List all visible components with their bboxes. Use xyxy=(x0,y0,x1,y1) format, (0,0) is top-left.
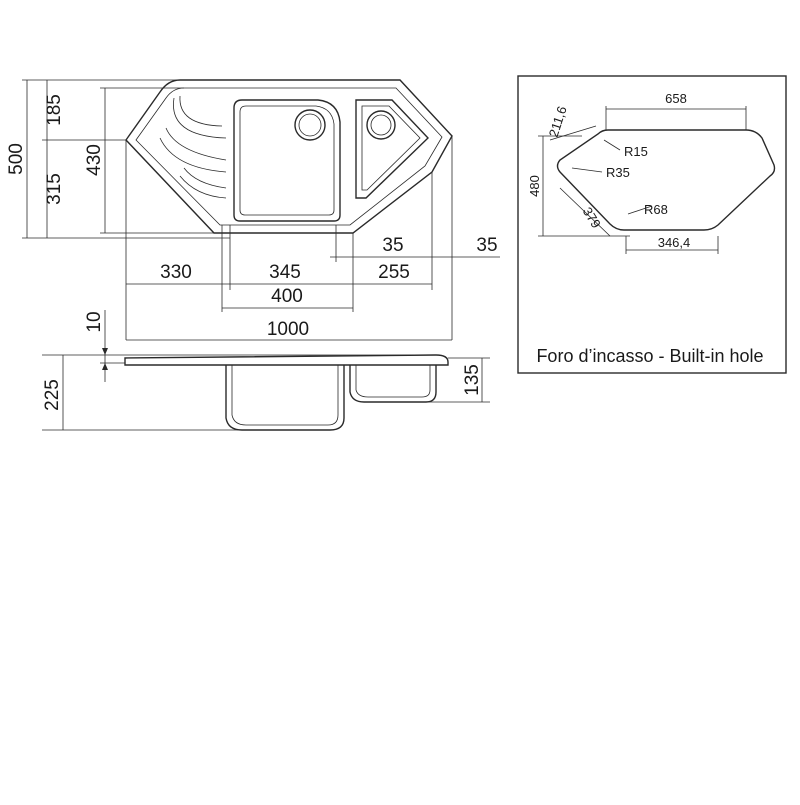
inset-r68: R68 xyxy=(644,202,668,217)
dim-330: 330 xyxy=(160,262,192,283)
inset-r35: R35 xyxy=(606,165,630,180)
inset-built-in-hole: 658 211,6 R15 R35 480 379 R68 346,4 Foro… xyxy=(517,75,787,374)
dim-430: 430 xyxy=(84,144,105,176)
dim-345: 345 xyxy=(269,262,301,283)
sink-top-view xyxy=(125,79,453,234)
top-view-dimensions: 500 185 315 430 35 35 330 345 255 400 10… xyxy=(6,79,500,341)
inset-caption: Foro d’incasso - Built-in hole xyxy=(536,346,763,366)
dim-255: 255 xyxy=(378,262,410,283)
dim-185: 185 xyxy=(44,94,65,126)
dim-400: 400 xyxy=(271,286,303,307)
sink-side-view: 10 225 135 xyxy=(42,310,490,431)
dim-1000: 1000 xyxy=(267,319,309,340)
dim-225: 225 xyxy=(42,379,63,411)
inset-dim-658: 658 xyxy=(665,91,687,106)
inset-r15: R15 xyxy=(624,144,648,159)
dim-35-right: 35 xyxy=(476,235,497,256)
dim-135: 135 xyxy=(462,364,483,396)
dim-10: 10 xyxy=(84,311,105,332)
inset-frame xyxy=(517,75,787,374)
dim-35-left: 35 xyxy=(382,235,403,256)
inset-dim-480: 480 xyxy=(527,175,542,197)
dim-315: 315 xyxy=(44,173,65,205)
dim-500: 500 xyxy=(6,143,27,175)
inset-dim-346-4: 346,4 xyxy=(658,235,691,250)
